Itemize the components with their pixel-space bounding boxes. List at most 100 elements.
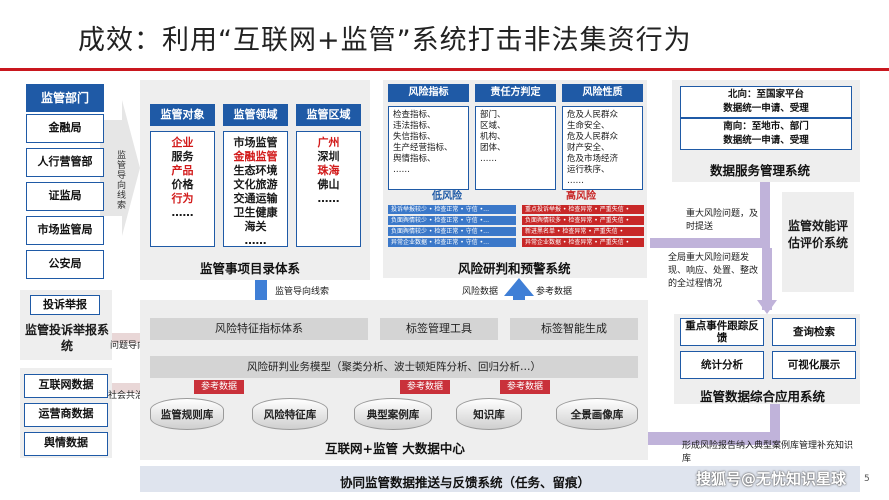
entry-column: 监管对象企业服务产品价格行为…… bbox=[150, 104, 215, 247]
complaint-label: 投诉举报 bbox=[30, 295, 100, 315]
title-divider bbox=[0, 68, 889, 71]
risk-line: 生产经营指标、 bbox=[393, 143, 453, 153]
ref-tag-2: 参考数据 bbox=[400, 380, 450, 394]
store-risk-features: 风险特征库 bbox=[252, 398, 328, 430]
south-line-1: 南向：至地市、部门 bbox=[723, 121, 809, 132]
store-typical-cases: 典型案例库 bbox=[354, 398, 432, 430]
risk-column-header: 风险指标 bbox=[388, 84, 469, 102]
entry-line: …… bbox=[171, 206, 194, 219]
risk-column-body: 检查指标、违法指标、失信指标、生产经营指标、舆情指标、…… bbox=[388, 106, 469, 190]
risk-line: …… bbox=[480, 154, 497, 164]
regulators-header: 监管部门 bbox=[26, 84, 104, 112]
risk-line: 危及人民群众 bbox=[567, 110, 619, 120]
risk-column: 责任方判定部门、区域、机构、团体、…… bbox=[475, 84, 556, 190]
risk-column: 风险性质危及人民群众生命安全、危及人民群众财产安全、危及市场经济运行秩序、…… bbox=[562, 84, 643, 190]
complaint-arrow-note: 问题导向线索 bbox=[110, 341, 165, 351]
risk-column: 风险指标检查指标、违法指标、失信指标、生产经营指标、舆情指标、…… bbox=[388, 84, 469, 190]
high-risk-item: 重点投诉举报 • 检查异常 • 严重失信 • bbox=[522, 205, 644, 214]
page-number: 5 bbox=[864, 474, 870, 484]
external-list: 互联网数据运营商数据舆情数据 bbox=[24, 374, 108, 461]
entry-line: 生态环境 bbox=[233, 164, 278, 177]
entry-down-note: 监管导向线索 bbox=[275, 287, 330, 297]
entry-line: 卫生健康 bbox=[233, 206, 278, 219]
entry-column: 监管领域市场监管金融监管生态环境文化旅游交通运输卫生健康海关…… bbox=[223, 104, 288, 247]
typical-case-note: 形成风险报告纳入典型案例库管理补充知识库 bbox=[682, 441, 854, 464]
footer-label: 协同监管数据推送与反馈系统（任务、留痕） bbox=[340, 475, 591, 490]
risk-line: 运行秩序、 bbox=[567, 165, 610, 175]
external-data-item: 互联网数据 bbox=[24, 374, 108, 398]
risk-line: 机构、 bbox=[480, 132, 506, 142]
entry-column-header: 监管区域 bbox=[296, 104, 361, 126]
entry-line: 佛山 bbox=[317, 178, 340, 191]
high-risk-item: 负面舆情较多 • 检查异常 • 严重失信 • bbox=[522, 216, 644, 225]
entry-line: 广州 bbox=[317, 136, 340, 149]
tool-tag-generate: 标签智能生成 bbox=[510, 318, 638, 340]
risk-data-note: 风险数据 bbox=[462, 287, 499, 297]
ref-tag-3: 参考数据 bbox=[500, 380, 550, 394]
watermark: 搜狐号@无忧知识星球 bbox=[696, 470, 847, 488]
high-risk-label: 高风险 bbox=[566, 191, 596, 202]
risk-columns: 风险指标检查指标、违法指标、失信指标、生产经营指标、舆情指标、……责任方判定部门… bbox=[388, 84, 644, 190]
low-risk-item: 异常企业数据 • 检查正常 • 守信 •… bbox=[388, 238, 516, 247]
application-button: 可视化展示 bbox=[772, 351, 856, 379]
risk-line: 检查指标、 bbox=[393, 110, 436, 120]
low-risk-item: 负面舆情较少 • 检查正常 • 守信 •… bbox=[388, 227, 516, 236]
entry-line: 企业 bbox=[171, 136, 194, 149]
entry-line: …… bbox=[317, 192, 340, 205]
regulator-item: 金融局 bbox=[26, 114, 104, 143]
regulator-arrow-note: 监管导向线索 bbox=[115, 150, 125, 210]
entry-column-header: 监管领域 bbox=[223, 104, 288, 126]
entry-line: 金融监管 bbox=[233, 150, 278, 163]
footer-bar bbox=[140, 466, 860, 492]
high-risk-item: 异常企业数据 • 检查异常 • 严重失信 • bbox=[522, 238, 644, 247]
application-button: 查询检索 bbox=[772, 318, 856, 346]
tool-risk-index: 风险特征指标体系 bbox=[150, 318, 368, 340]
ref-tag-1: 参考数据 bbox=[194, 380, 244, 394]
risk-line: 财产安全、 bbox=[567, 143, 610, 153]
risk-line: 区域、 bbox=[480, 121, 506, 131]
regulator-item: 人行营管部 bbox=[26, 148, 104, 177]
risk-system-caption: 风险研判和预警系统 bbox=[458, 261, 571, 276]
risk-column-body: 部门、区域、机构、团体、…… bbox=[475, 106, 556, 190]
entry-column-body: 企业服务产品价格行为…… bbox=[150, 131, 215, 247]
entry-line: 珠海 bbox=[317, 164, 340, 177]
risk-line: 危及市场经济 bbox=[567, 154, 619, 164]
entry-column-body: 市场监管金融监管生态环境文化旅游交通运输卫生健康海关…… bbox=[223, 131, 288, 247]
tool-tag-manage: 标签管理工具 bbox=[380, 318, 498, 340]
major-risk-note: 重大风险问题，及时提送 bbox=[686, 209, 759, 232]
external-data-item: 运营商数据 bbox=[24, 403, 108, 427]
application-buttons: 重点事件跟踪反馈查询检索统计分析可视化展示 bbox=[680, 318, 856, 379]
application-button: 重点事件跟踪反馈 bbox=[680, 318, 764, 346]
low-risk-item: 投诉举报较少 • 检查正常 • 守信 •… bbox=[388, 205, 516, 214]
regulator-item: 证监局 bbox=[26, 182, 104, 211]
risk-line: 舆情指标、 bbox=[393, 154, 436, 164]
south-line-2: 数据统一申请、受理 bbox=[723, 135, 809, 146]
risk-line: …… bbox=[567, 176, 584, 186]
store-rules: 监管规则库 bbox=[150, 398, 224, 430]
regulator-list: 金融局人行营管部证监局市场监管局公安局 bbox=[26, 114, 104, 284]
full-risk-note: 全局重大风险问题发现、响应、处置、整改的全过程情况 bbox=[668, 253, 759, 289]
entry-line: …… bbox=[244, 234, 267, 247]
regulator-item: 市场监管局 bbox=[26, 216, 104, 245]
north-box: 北向：至国家平台 数据统一申请、受理 bbox=[680, 86, 852, 118]
entry-line: 价格 bbox=[171, 178, 194, 191]
efficiency-panel bbox=[782, 192, 854, 292]
application-button: 统计分析 bbox=[680, 351, 764, 379]
data-service-caption: 数据服务管理系统 bbox=[710, 163, 811, 178]
risk-line: 失信指标、 bbox=[393, 132, 436, 142]
regulator-arrow bbox=[100, 100, 140, 236]
north-line-1: 北向：至国家平台 bbox=[727, 89, 804, 100]
risk-line: 团体、 bbox=[480, 143, 506, 153]
ref-data-note: 参考数据 bbox=[536, 287, 573, 297]
external-arrow-note: 社会共治线索 bbox=[108, 391, 163, 401]
application-caption: 监管数据综合应用系统 bbox=[700, 389, 826, 404]
high-risk-list: 重点投诉举报 • 检查异常 • 严重失信 • 负面舆情较多 • 检查异常 • 严重… bbox=[522, 205, 644, 249]
risk-line: 危及人民群众 bbox=[567, 132, 619, 142]
high-risk-item: 新进黑名单 • 检查异常 • 严重失信 • bbox=[522, 227, 644, 236]
low-risk-item: 负面舆情较少 • 检查正常 • 守信 •… bbox=[388, 216, 516, 225]
regulator-item: 公安局 bbox=[26, 250, 104, 279]
entry-line: 行为 bbox=[171, 192, 194, 205]
north-line-2: 数据统一申请、受理 bbox=[723, 103, 809, 114]
risk-line: 生命安全、 bbox=[567, 121, 610, 131]
entry-columns: 监管对象企业服务产品价格行为……监管领域市场监管金融监管生态环境文化旅游交通运输… bbox=[150, 104, 362, 247]
